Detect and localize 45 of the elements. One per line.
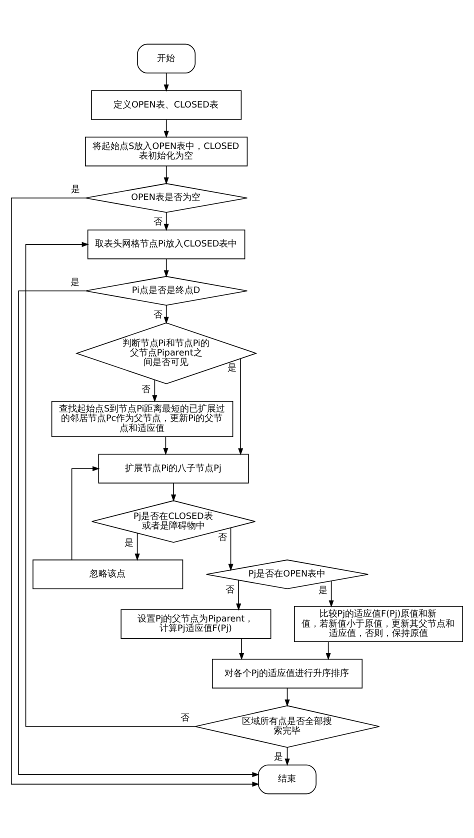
- arrow: [134, 532, 140, 561]
- node-box: 比较Pj的适应值F(Pj)原值和新值，若新值小于原值，更新其父节点和适应值，否则，保持原值: [294, 606, 464, 642]
- edge-label: 否: [153, 310, 162, 320]
- edge-label: 是: [274, 752, 284, 762]
- arrow: [238, 358, 244, 456]
- edge-label: 是: [70, 184, 80, 195]
- arrow: [18, 290, 260, 778]
- node-box: 将起始点S放入OPEN表中，CLOSED表初始化为空: [85, 136, 248, 166]
- node-diamond: Pi点是否是终点D: [85, 276, 248, 306]
- arrow: [164, 166, 169, 185]
- arrow: [328, 580, 334, 608]
- node-box: 忽略该点: [32, 560, 184, 590]
- arrow: [152, 380, 158, 402]
- edge-label: 否: [142, 385, 151, 396]
- node-box: 对各个Pj的适应值进行升序排序: [212, 658, 363, 688]
- edge-label: 是: [70, 278, 80, 288]
- arrow: [164, 304, 169, 324]
- arrow: [326, 641, 331, 660]
- arrow: [25, 242, 196, 727]
- node-box: 查找起始点S到节点Pi距离最短的已扩展过的邻居节点Pc作为父节点，更新Pi的父节点和适应值: [51, 400, 234, 438]
- arrow: [164, 119, 169, 138]
- arrow: [164, 72, 169, 92]
- arrow: [284, 747, 290, 766]
- arrow: [164, 258, 169, 278]
- node-box: 取表头网格节点Pi放入CLOSED表中: [87, 230, 246, 260]
- edge-label: 是: [228, 364, 237, 374]
- arrow: [236, 580, 242, 611]
- edge-label: 否: [180, 714, 190, 724]
- arrow: [284, 688, 290, 707]
- node-diamond: 区域所有点是否全部搜索完毕: [194, 705, 380, 748]
- edge-label: 否: [153, 217, 162, 228]
- node-box: 定义OPEN表、CLOSED表: [91, 90, 242, 120]
- arrow: [164, 212, 169, 232]
- arrow: [239, 638, 244, 660]
- node-box: 设置Pj的父节点为Piparent，计算Pj适应值F(Pj): [120, 609, 272, 639]
- arrow: [228, 527, 234, 572]
- node-diamond: OPEN表是否为空: [85, 183, 248, 213]
- node-box: 结束: [258, 764, 316, 794]
- arrow: [171, 482, 176, 502]
- node-box: 扩展节点Pi的八子节点Pj: [98, 454, 249, 484]
- arrow: [163, 436, 168, 456]
- arrow: [71, 466, 100, 560]
- node-box: 开始: [137, 44, 196, 74]
- arrow: [10, 198, 260, 787]
- edge-label: 否: [218, 532, 227, 543]
